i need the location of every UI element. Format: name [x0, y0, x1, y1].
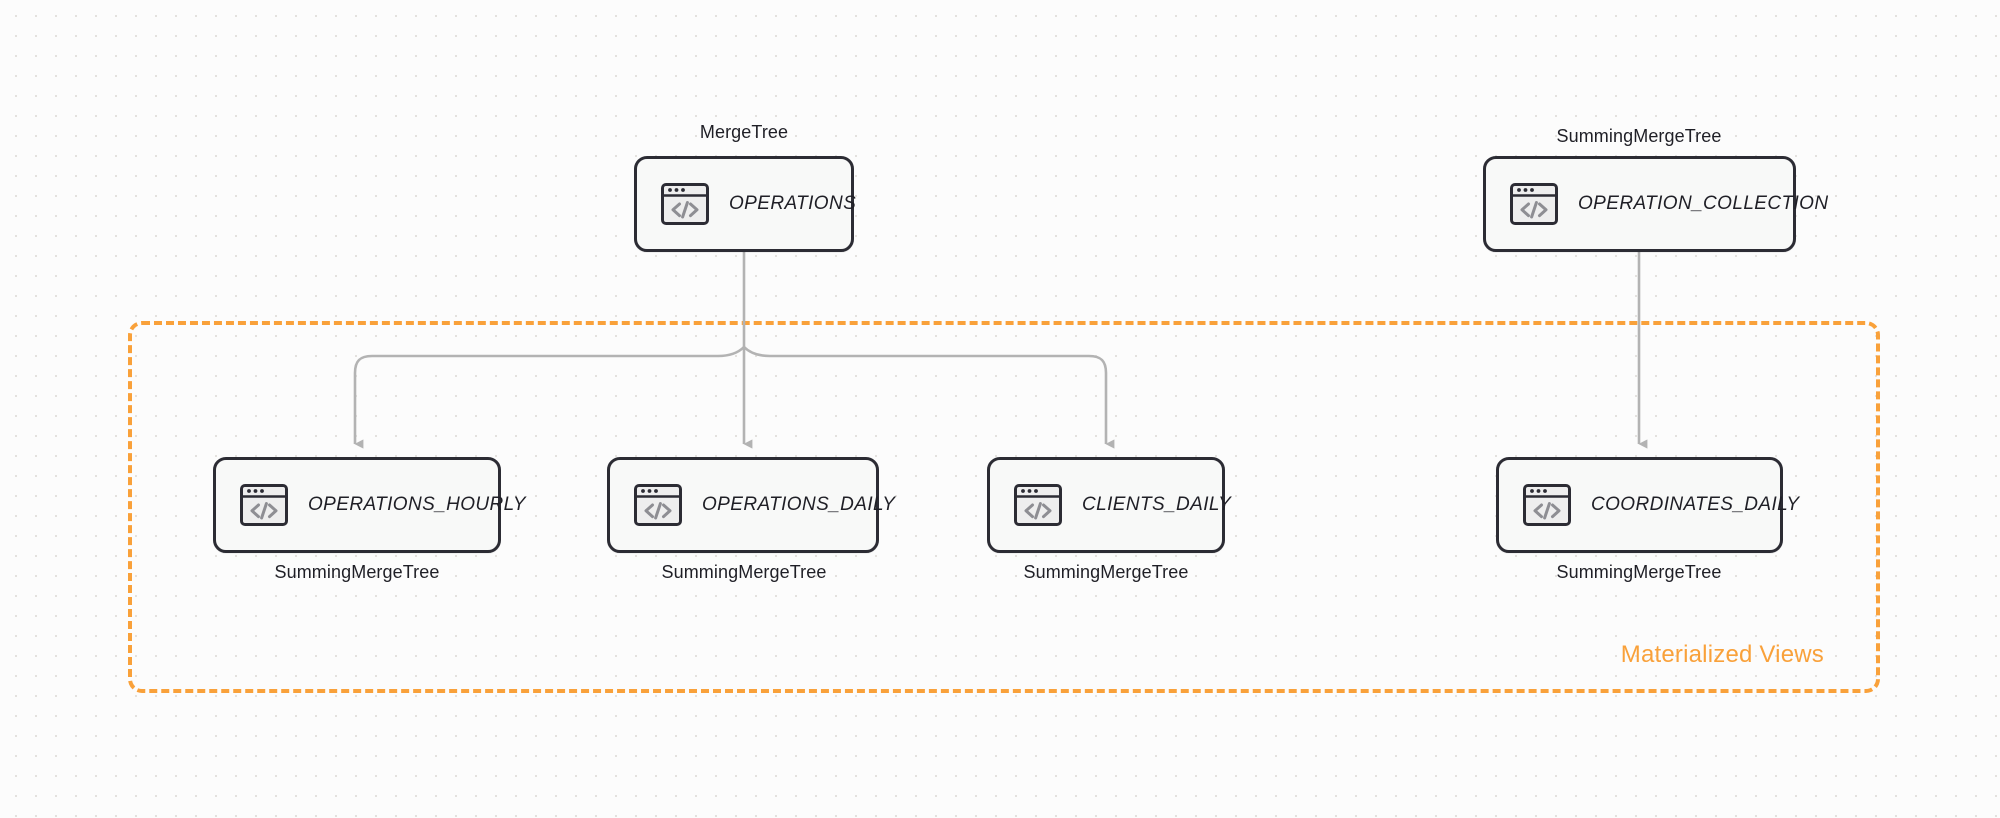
- node-operations[interactable]: OPERATIONS: [634, 156, 857, 252]
- node-operations-hourly[interactable]: OPERATIONS_HOURLY: [213, 457, 526, 553]
- node-operation-collection[interactable]: OPERATION_COLLECTION: [1483, 156, 1828, 252]
- engine-caption-clients-daily: SummingMergeTree: [1023, 562, 1189, 582]
- engine-caption-operation-collection: SummingMergeTree: [1556, 126, 1722, 146]
- node-label-operation-collection: OPERATION_COLLECTION: [1578, 193, 1829, 214]
- code-window-icon: [1508, 178, 1560, 230]
- code-window-icon: [632, 479, 684, 531]
- node-label-coordinates-daily: COORDINATES_DAILY: [1591, 494, 1800, 515]
- code-window-icon: [1012, 479, 1064, 531]
- node-label-operations: OPERATIONS: [729, 193, 857, 214]
- code-window-icon: [238, 479, 290, 531]
- node-label-operations-hourly: OPERATIONS_HOURLY: [308, 494, 526, 515]
- engine-caption-operations-daily: SummingMergeTree: [661, 562, 827, 582]
- engine-caption-coordinates-daily: SummingMergeTree: [1556, 562, 1722, 582]
- materialized-views-group: Materialized Views: [128, 321, 1880, 693]
- node-operations-daily[interactable]: OPERATIONS_DAILY: [607, 457, 895, 553]
- materialized-views-label: Materialized Views: [1620, 641, 1824, 668]
- engine-caption-operations-hourly: SummingMergeTree: [274, 562, 440, 582]
- node-coordinates-daily[interactable]: COORDINATES_DAILY: [1496, 457, 1799, 553]
- node-label-clients-daily: CLIENTS_DAILY: [1082, 494, 1232, 515]
- engine-caption-operations: MergeTree: [699, 122, 789, 142]
- node-label-operations-daily: OPERATIONS_DAILY: [702, 494, 896, 515]
- code-window-icon: [1521, 479, 1573, 531]
- code-window-icon: [659, 178, 711, 230]
- node-clients-daily[interactable]: CLIENTS_DAILY: [987, 457, 1231, 553]
